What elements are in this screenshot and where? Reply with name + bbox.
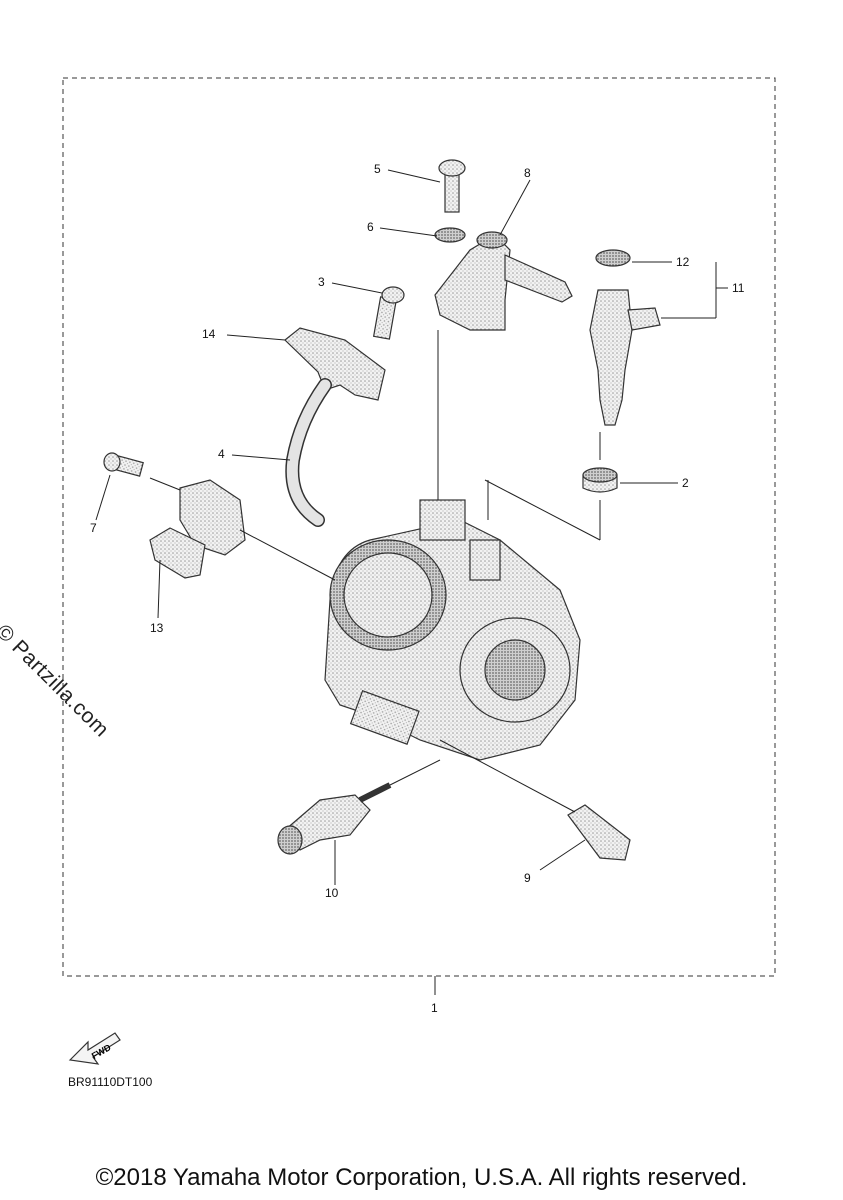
callout-3: 3 — [318, 275, 325, 289]
callout-10: 10 — [325, 886, 339, 900]
part-8-joint — [434, 231, 573, 331]
part-2-cap — [582, 467, 618, 493]
part-6-washer — [434, 227, 466, 243]
callout-1: 1 — [431, 1001, 438, 1015]
throttle-body — [324, 499, 581, 761]
callout-14: 14 — [202, 327, 216, 341]
callout-6: 6 — [367, 220, 374, 234]
callout-4: 4 — [218, 447, 225, 461]
part-14-sensor — [284, 327, 386, 401]
callout-5: 5 — [374, 162, 381, 176]
part-3-screw — [372, 286, 405, 340]
callout-8: 8 — [524, 166, 531, 180]
assembly-lines — [149, 330, 601, 813]
part-9-sensor — [567, 804, 631, 861]
fwd-arrow-icon: FWD — [68, 1032, 121, 1065]
callout-11: 11 — [732, 281, 745, 295]
callout-13: 13 — [150, 621, 164, 635]
part-5-bolt — [438, 159, 466, 213]
diagram-code: BR91110DT100 — [68, 1075, 153, 1089]
assembly-frame — [62, 77, 776, 977]
callout-7: 7 — [90, 521, 97, 535]
callout-12: 12 — [676, 255, 690, 269]
callout-2: 2 — [682, 476, 689, 490]
part-10-sensor — [277, 782, 392, 855]
callout-9: 9 — [524, 871, 531, 885]
part-13-sensor — [149, 479, 246, 579]
callout-leaders — [95, 169, 728, 995]
part-11-injector — [589, 249, 661, 426]
copyright-notice: ©2018 Yamaha Motor Corporation, U.S.A. A… — [95, 1164, 748, 1191]
part-7-screw — [103, 452, 144, 477]
